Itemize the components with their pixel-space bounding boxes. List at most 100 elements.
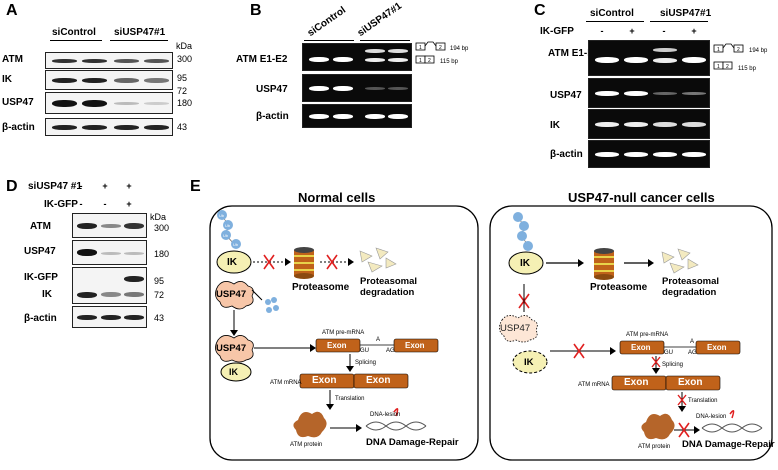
c-row-usp47: USP47 — [550, 90, 582, 101]
e-left-degradation: Proteasomal degradation — [360, 276, 418, 298]
e-right-usp47: USP47 — [500, 323, 531, 334]
c-sign-4: + — [691, 26, 697, 36]
svg-text:Ub: Ub — [233, 242, 239, 247]
e-left-ag: AG — [386, 348, 395, 354]
e-right-ik-top: IK — [520, 258, 530, 269]
e-right-pre-mrna: ATM pre-mRNA — [626, 332, 669, 338]
a-group-sicontrol: siControl — [52, 27, 96, 38]
d-gfp-sign-2: - — [103, 199, 107, 209]
d-kda-atm: 300 — [154, 223, 170, 233]
a-row-ik: IK — [2, 74, 12, 85]
a-group-siusp47: siUSP47#1 — [114, 27, 166, 38]
e-right-a: A — [690, 339, 695, 345]
e-left-translation: Translation — [335, 396, 365, 402]
d-gfp-sign-1: - — [79, 199, 83, 209]
e-right-exon-4: Exon — [678, 377, 703, 388]
e-left-pre-mrna: ATM pre-mRNA — [322, 330, 365, 336]
panel-e-label: E — [190, 178, 201, 195]
c-sign-3: - — [662, 26, 666, 36]
c-row-atm: ATM E1-E2 — [548, 48, 600, 59]
e-left-exon-2: Exon — [405, 341, 425, 350]
a-kda-usp47: 180 — [177, 98, 193, 108]
b-group-sicontrol: siControl — [305, 4, 348, 40]
c-gel-usp47 — [588, 78, 710, 108]
e-right-mrna: ATM mRNA — [578, 382, 610, 388]
e-left-title: Normal cells — [298, 190, 376, 205]
e-right-gu: GU — [664, 350, 673, 356]
e-left-exon-3: Exon — [312, 375, 337, 386]
e-left-exon-4: Exon — [366, 375, 391, 386]
d-row-usp47: USP47 — [24, 246, 56, 257]
b-gel-usp47 — [302, 74, 412, 102]
e-right-ik: IK — [524, 357, 534, 368]
d-kda-ikgfp: 95 — [154, 276, 165, 286]
e-left-dna-lesion: DNA-lesion — [370, 412, 401, 418]
c-group-line-1 — [586, 21, 644, 22]
e-left-gu: GU — [360, 348, 369, 354]
d-row-ikgfp: IK-GFP — [24, 272, 58, 283]
a-row-atm: ATM — [2, 54, 23, 65]
d-si-sign-2: + — [102, 181, 108, 191]
svg-text:2: 2 — [439, 45, 442, 51]
e-left-ik-top: IK — [227, 257, 237, 268]
e-right-degradation: Proteasomal degradation — [662, 276, 720, 298]
e-right-translation: Translation — [688, 398, 718, 404]
panel-c-label: C — [534, 2, 546, 19]
a-kda-atm: 300 — [177, 54, 193, 64]
d-blot-ik — [72, 267, 147, 304]
d-kda-actin: 43 — [154, 313, 165, 323]
c-gel-ik — [588, 109, 710, 139]
b-group-siusp47: siUSP47#1 — [355, 0, 404, 39]
panel-d-label: D — [6, 178, 18, 195]
e-left-proteasome: Proteasome — [292, 282, 350, 293]
svg-text:Ub: Ub — [223, 233, 229, 238]
b-group-line-1 — [304, 40, 354, 41]
e-right-atm-protein: ATM protein — [638, 444, 671, 450]
a-row-actin: β-actin — [2, 122, 35, 133]
d-kda-label: kDa — [150, 212, 167, 222]
a-blot-atm — [45, 52, 173, 69]
e-left-usp47-top: USP47 — [216, 289, 247, 300]
d-blot-usp47 — [72, 240, 147, 265]
b-row-usp47: USP47 — [256, 84, 288, 95]
e-left-a: A — [376, 337, 381, 343]
d-row-ik: IK — [42, 289, 52, 300]
panel-b-label: B — [250, 2, 262, 19]
a-row-usp47: USP47 — [2, 97, 34, 108]
e-left-repair: DNA Damage-Repair — [366, 437, 459, 448]
d-row-atm: ATM — [30, 221, 51, 232]
e-right-splicing: Splicing — [662, 362, 684, 368]
e-right-dna-lesion: DNA-lesion — [696, 414, 727, 420]
e-right-exon-3: Exon — [624, 377, 649, 388]
e-left-exon-1: Exon — [327, 341, 347, 350]
c-group-line-2 — [650, 21, 708, 22]
a-kda-actin: 43 — [177, 122, 188, 132]
c-gel-actin — [588, 140, 710, 168]
d-kda-ik: 72 — [154, 290, 165, 300]
svg-text:1: 1 — [419, 45, 422, 51]
e-right-exon-2: Exon — [707, 343, 727, 352]
svg-text:1: 1 — [717, 64, 720, 70]
b-bp-194: 194 bp — [450, 46, 469, 52]
a-kda-72: 72 — [177, 86, 188, 96]
c-bp-115: 115 bp — [738, 66, 756, 72]
e-cancer-cells-box: USP47-null cancer cells IK Proteasome Pr… — [486, 190, 776, 464]
c-sign-1: - — [600, 26, 604, 36]
e-right-exon-1: Exon — [631, 343, 651, 352]
b-group-labels: siControl siUSP47#1 — [306, 1, 412, 48]
svg-text:2: 2 — [737, 47, 740, 53]
a-kda-ik: 95 — [177, 73, 188, 83]
svg-text:1: 1 — [717, 47, 720, 53]
e-left-splicing: Splicing — [355, 360, 377, 366]
svg-text:Ub: Ub — [219, 213, 225, 218]
c-sign-2: + — [629, 26, 635, 36]
e-left-ik-complex: IK — [229, 367, 238, 377]
c-bp-194: 194 bp — [749, 48, 768, 54]
b-row-atm: ATM E1-E2 — [236, 54, 288, 65]
b-gel-actin — [302, 104, 412, 128]
c-gel-atm — [588, 40, 710, 76]
c-ikgfp-label: IK-GFP — [540, 26, 574, 37]
d-gfp-sign-3: + — [126, 199, 132, 209]
d-si-sign-3: + — [126, 181, 132, 191]
c-row-actin: β-actin — [550, 149, 583, 160]
